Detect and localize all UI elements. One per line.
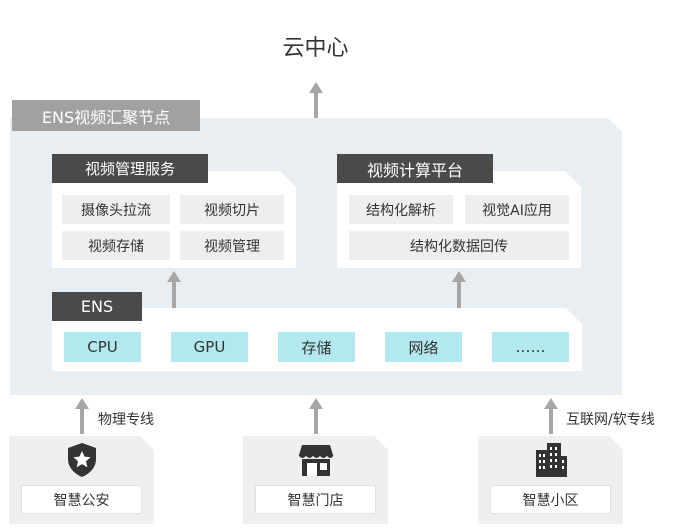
arrow-site-store xyxy=(314,409,318,434)
arrow-ens-to-service-head xyxy=(167,271,181,282)
link-label-right: 互联网/软专线 xyxy=(566,412,655,428)
service-item: 视频管理 xyxy=(180,231,284,260)
buildings-icon xyxy=(478,442,623,478)
compute-item: 结构化解析 xyxy=(349,195,453,224)
compute-item: 视觉AI应用 xyxy=(465,195,569,224)
resource-gpu: GPU xyxy=(171,332,248,362)
ens-node-title: ENS视频汇聚节点 xyxy=(12,100,200,131)
arrow-to-cloud xyxy=(314,92,318,118)
site-community-label: 智慧小区 xyxy=(490,485,611,514)
video-compute-title: 视频计算平台 xyxy=(337,154,493,183)
arrow-site-store-head xyxy=(309,398,323,409)
arrow-ens-to-compute xyxy=(457,281,461,309)
video-service-title: 视频管理服务 xyxy=(52,154,208,183)
site-store: 智慧门店 xyxy=(243,436,388,524)
cloud-center-box: 云中心 xyxy=(46,14,585,77)
arrow-site-police xyxy=(80,409,84,434)
arrow-ens-to-compute-head xyxy=(452,271,466,282)
site-community: 智慧小区 xyxy=(478,436,623,524)
resource-storage: 存储 xyxy=(278,332,355,362)
resource-network: 网络 xyxy=(385,332,462,362)
site-police-label: 智慧公安 xyxy=(21,485,142,514)
storefront-icon xyxy=(243,442,388,478)
service-item: 摄像头拉流 xyxy=(62,195,170,224)
arrow-to-cloud-head xyxy=(309,82,323,93)
service-item: 视频存储 xyxy=(62,231,170,260)
link-label-left: 物理专线 xyxy=(98,412,154,428)
service-item: 视频切片 xyxy=(180,195,284,224)
site-police: 智慧公安 xyxy=(9,436,154,524)
arrow-site-community xyxy=(549,409,553,434)
resource-more: …… xyxy=(492,332,569,362)
cloud-center-title: 云中心 xyxy=(282,35,349,61)
resource-cpu: CPU xyxy=(64,332,141,362)
arrow-site-community-head xyxy=(544,398,558,409)
site-store-label: 智慧门店 xyxy=(255,485,376,514)
shield-star-icon xyxy=(9,442,154,478)
arrow-site-police-head xyxy=(75,398,89,409)
compute-item: 结构化数据回传 xyxy=(349,231,569,260)
arrow-ens-to-service xyxy=(172,281,176,309)
ens-title: ENS xyxy=(52,292,142,321)
